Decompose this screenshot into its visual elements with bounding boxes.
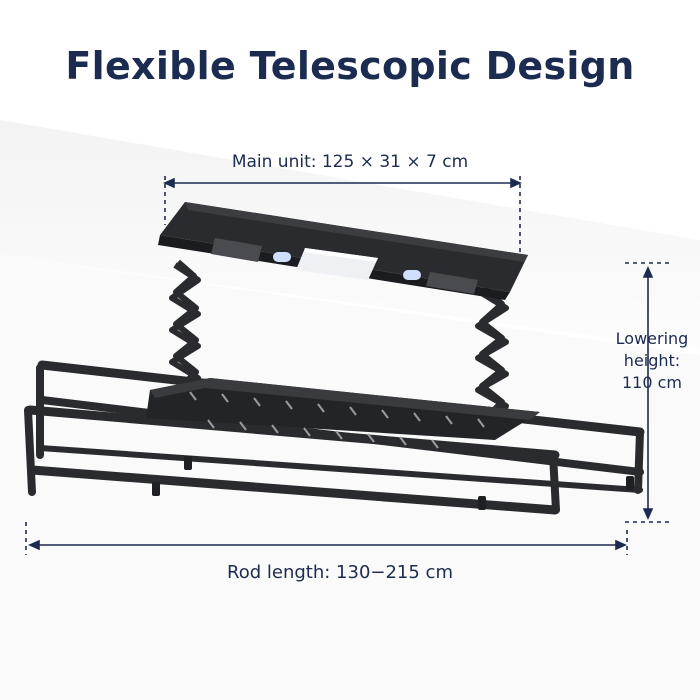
lowering-line-3: 110 cm — [621, 373, 682, 392]
dimension-main-unit — [163, 176, 522, 255]
rod-length-label: Rod length: 130−215 cm — [227, 562, 453, 583]
lowering-line-2: height: — [623, 351, 681, 370]
scissor-arm-left — [169, 259, 201, 395]
dimension-lowering — [625, 262, 670, 523]
lowering-line-1: Lowering — [615, 329, 689, 348]
led-right — [403, 270, 421, 280]
rod-joints — [152, 456, 634, 510]
page-title: Flexible Telescopic Design — [65, 44, 635, 88]
front-rods — [24, 405, 643, 515]
main-unit — [158, 202, 528, 300]
main-unit-dimension-label: Main unit: 125 × 31 × 7 cm — [231, 152, 469, 172]
lowering-height-label: Lowering height: 110 cm — [604, 328, 700, 394]
led-left — [273, 252, 291, 262]
dimension-rod — [25, 522, 628, 555]
scissor-arm-right — [475, 285, 509, 423]
hanging-tray — [146, 378, 540, 449]
